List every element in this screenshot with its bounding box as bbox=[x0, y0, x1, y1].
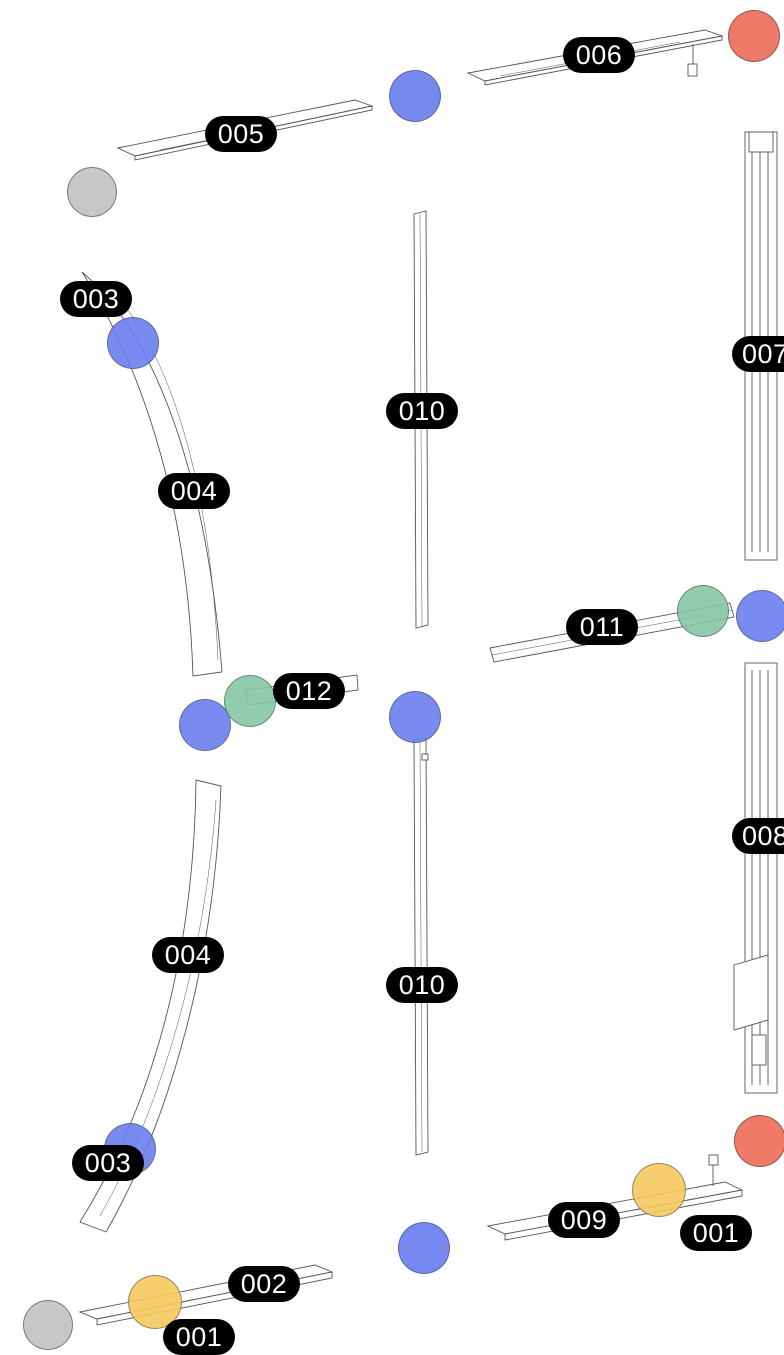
part-label-002[interactable]: 002 bbox=[228, 1266, 300, 1302]
part-label-003[interactable]: 003 bbox=[60, 281, 132, 317]
joint-connector-icon[interactable] bbox=[398, 1222, 450, 1274]
part-label-001[interactable]: 001 bbox=[163, 1319, 235, 1355]
end-cap-icon[interactable] bbox=[224, 675, 276, 727]
corner-bracket-icon[interactable] bbox=[728, 10, 780, 62]
joint-connector-icon[interactable] bbox=[179, 699, 231, 751]
part-label-003[interactable]: 003 bbox=[72, 1145, 144, 1181]
hinge-connector-icon[interactable] bbox=[632, 1163, 686, 1217]
part-label-012[interactable]: 012 bbox=[273, 673, 345, 709]
joint-connector-icon[interactable] bbox=[389, 70, 441, 122]
part-label-010[interactable]: 010 bbox=[386, 393, 458, 429]
corner-bracket-icon[interactable] bbox=[67, 167, 117, 217]
part-label-008[interactable]: 008 bbox=[732, 818, 784, 854]
joint-connector-icon[interactable] bbox=[107, 317, 159, 369]
part-label-005[interactable]: 005 bbox=[205, 116, 277, 152]
corner-bracket-icon[interactable] bbox=[23, 1300, 73, 1350]
part-label-004[interactable]: 004 bbox=[158, 473, 230, 509]
part-label-009[interactable]: 009 bbox=[548, 1202, 620, 1238]
joint-connector-icon[interactable] bbox=[736, 590, 784, 642]
part-label-001[interactable]: 001 bbox=[680, 1215, 752, 1251]
part-label-010[interactable]: 010 bbox=[386, 967, 458, 1003]
part-label-004[interactable]: 004 bbox=[152, 937, 224, 973]
joint-connector-icon[interactable] bbox=[389, 691, 441, 743]
mullion-part-010-bottom bbox=[413, 737, 429, 1156]
part-label-011[interactable]: 011 bbox=[566, 609, 638, 645]
part-label-006[interactable]: 006 bbox=[563, 37, 635, 73]
part-label-007[interactable]: 007 bbox=[732, 336, 784, 372]
end-cap-icon[interactable] bbox=[677, 585, 729, 637]
profile-part-008 bbox=[733, 662, 778, 1094]
corner-bracket-icon[interactable] bbox=[734, 1115, 784, 1167]
